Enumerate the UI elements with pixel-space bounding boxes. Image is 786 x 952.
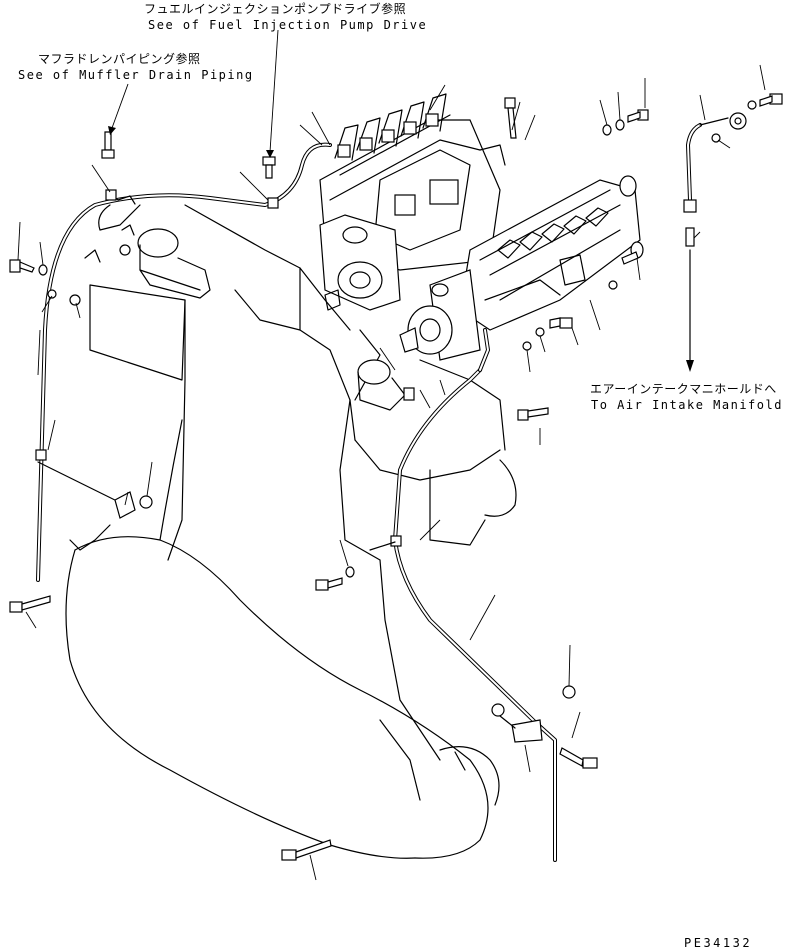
callout-air-intake-jp: エアーインテークマニホールドへ [590, 382, 777, 396]
callout-muffler-drain-jp: マフラドレンパイピング参照 [38, 52, 201, 66]
callout-muffler-drain-en: See of Muffler Drain Piping [18, 68, 254, 82]
drawing-code: PE34132 [684, 936, 753, 950]
bracket-left [114, 491, 153, 519]
fuel-injection-pump [319, 93, 506, 311]
leader-lines [17, 29, 766, 881]
exhaust-elbow [137, 228, 211, 299]
fuel-injection-pump-exploded [399, 175, 641, 361]
engine-block-outline [89, 204, 517, 761]
air-intake-pipe [683, 112, 747, 372]
bracket-right [491, 685, 576, 743]
fuel-drain-pipe [369, 328, 557, 862]
muffler-drain-pipe [35, 142, 332, 582]
turbo-outlet-elbow [357, 359, 406, 411]
callout-fuel-pump-drive-jp: フュエルインジェクションポンプドライブ参照 [144, 2, 407, 16]
callout-fuel-pump-drive-en: See of Fuel Injection Pump Drive [148, 18, 428, 32]
muffler-body [65, 419, 500, 859]
bolts [9, 93, 783, 861]
callout-air-intake-en: To Air Intake Manifold [591, 398, 783, 412]
